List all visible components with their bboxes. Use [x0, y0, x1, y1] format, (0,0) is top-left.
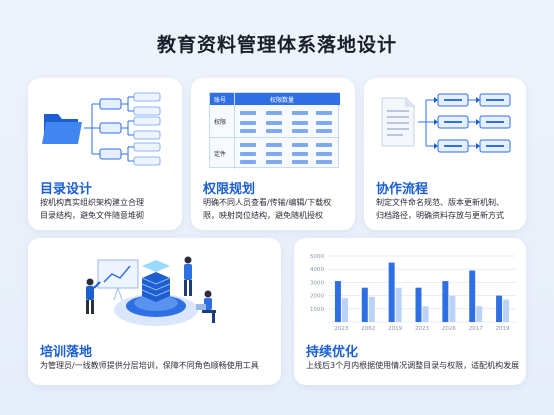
bar-series-1 — [469, 270, 476, 322]
x-tick-label: 2062 — [361, 326, 375, 332]
bar-series-2 — [395, 287, 402, 322]
bar-series-2 — [368, 296, 375, 322]
bar-series-1 — [442, 281, 449, 322]
table-row-label: 权限 — [214, 119, 227, 126]
card-desc-line: 按机构真实组织架构建立合理 — [40, 198, 144, 207]
bar-series-1 — [388, 262, 395, 322]
bar-series-1 — [415, 287, 422, 322]
card-workflow: 协作流程 制定文件命名规范、版本更新机制、 归档路径，明确资料存放与更新方式 — [364, 78, 526, 230]
card-desc-line: 目录结构，避免文件随意堆砌 — [40, 211, 144, 220]
y-tick-label: 2000 — [310, 294, 324, 300]
bar-series-1 — [361, 287, 368, 322]
x-tick-label: 2019 — [496, 326, 510, 332]
page-title: 教育资料管理体系落地设计 — [156, 34, 397, 56]
bar-series-2 — [503, 299, 510, 322]
document-icon — [381, 97, 415, 147]
bar-series-2 — [422, 306, 429, 322]
card-title-workflow: 协作流程 — [376, 182, 429, 197]
card-desc-optimize: 上线后3个月内根据使用情况调整目录与权限，适配机构发展 — [306, 359, 519, 372]
y-tick-label: 5000 — [310, 254, 324, 260]
bar-series-2 — [449, 295, 456, 322]
x-tick-label: 2019 — [388, 326, 402, 332]
x-tick-label: 2017 — [469, 326, 483, 332]
card-desc-line: 为管理员/一线教师提供分层培训，保障不同角色顺畅使用工具 — [40, 361, 259, 370]
bar-series-2 — [341, 298, 348, 322]
card-training: 培训落地 为管理员/一线教师提供分层培训，保障不同角色顺畅使用工具 — [28, 238, 281, 385]
x-tick-label: 2023 — [334, 326, 348, 332]
card-desc-directory: 按机构真实组织架构建立合理 目录结构，避免文件随意堆砌 — [40, 196, 144, 222]
card-permission: 账号 权限数量 权限 定件 权限规划 明确不同人员查看/传输/编辑/下载权 限，… — [191, 78, 355, 230]
bar-series-1 — [334, 281, 341, 322]
table-header-right: 权限数量 — [270, 97, 295, 104]
learner-figure-icon — [196, 290, 216, 323]
card-desc-line: 限，映射岗位结构，避免随机授权 — [203, 211, 323, 220]
card-title-directory: 目录设计 — [40, 182, 93, 197]
teacher-figure-icon — [86, 278, 101, 314]
bar-chart: 5000 4000 3000 2000 1000 2023 2062 2019 2023 2026… — [310, 254, 516, 332]
card-title-training: 培训落地 — [40, 345, 93, 360]
x-tick-label: 2026 — [442, 326, 456, 332]
y-tick-label: 3000 — [310, 280, 324, 286]
folder-icon — [42, 114, 82, 144]
card-desc-line: 制定文件命名规范、版本更新机制、 — [376, 198, 504, 207]
bar-series-1 — [496, 295, 503, 322]
card-title-permission: 权限规划 — [203, 182, 256, 197]
card-desc-permission: 明确不同人员查看/传输/编辑/下载权 限，映射岗位结构，避免随机授权 — [203, 196, 331, 222]
x-tick-label: 2023 — [415, 326, 429, 332]
y-tick-label: 1000 — [310, 307, 324, 313]
card-title-optimize: 持续优化 — [306, 345, 359, 360]
permission-table: 账号 权限数量 权限 定件 — [209, 92, 340, 169]
card-optimize: 5000 4000 3000 2000 1000 2023 2062 2019 2023 2026… — [294, 238, 526, 385]
folder-tree-illustration — [42, 92, 161, 166]
document-flow-illustration — [381, 93, 511, 153]
card-desc-line: 上线后3个月内根据使用情况调整目录与权限，适配机构发展 — [306, 361, 520, 370]
card-desc-training: 为管理员/一线教师提供分层培训，保障不同角色顺畅使用工具 — [40, 359, 259, 372]
table-row-label: 定件 — [214, 151, 227, 158]
training-illustration — [86, 256, 216, 326]
y-tick-label: 4000 — [310, 267, 324, 273]
card-desc-line: 归档路径，明确资料存放与更新方式 — [376, 211, 504, 220]
table-header-left: 账号 — [214, 97, 227, 104]
presentation-board-icon — [97, 259, 139, 301]
card-directory: 目录设计 按机构真实组织架构建立合理 目录结构，避免文件随意堆砌 — [28, 78, 182, 230]
card-desc-line: 明确不同人员查看/传输/编辑/下载权 — [203, 198, 332, 207]
staff-figure-icon — [184, 256, 192, 296]
card-desc-workflow: 制定文件命名规范、版本更新机制、 归档路径，明确资料存放与更新方式 — [376, 196, 504, 222]
server-stack-icon — [141, 260, 171, 302]
bar-series-2 — [476, 306, 483, 322]
